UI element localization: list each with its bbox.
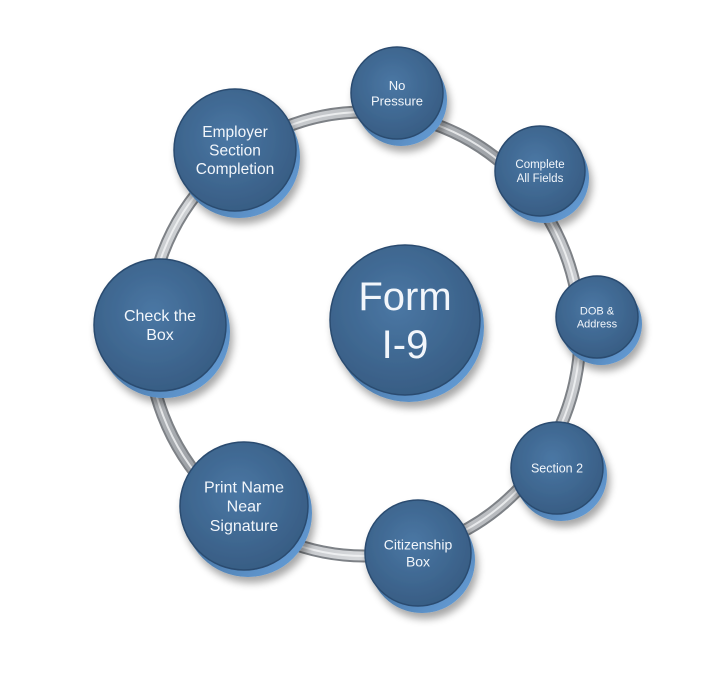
- node-citizenship-box-face: [364, 499, 472, 607]
- node-check-the-box-face: [93, 258, 227, 392]
- node-no-pressure-label: Pressure: [371, 93, 423, 108]
- node-section-2: Section 2: [510, 421, 607, 521]
- node-section-2-face: [510, 421, 604, 515]
- node-dob-address-label: Address: [577, 318, 618, 330]
- node-complete-all-fields-label: All Fields: [517, 173, 564, 185]
- node-check-the-box-label: Check the: [124, 308, 196, 325]
- node-employer-section-completion-label: Completion: [196, 161, 274, 178]
- node-employer-section-completion-label: Employer: [202, 124, 267, 141]
- node-print-name-near-signature-label: Near: [227, 499, 262, 516]
- node-dob-address-face: [555, 275, 639, 359]
- node-dob-address-label: DOB &: [580, 305, 615, 317]
- node-citizenship-box-label: Box: [406, 553, 430, 569]
- node-print-name-near-signature-face: [179, 441, 309, 571]
- node-no-pressure-label: No: [389, 78, 406, 93]
- node-complete-all-fields-face: [494, 125, 586, 217]
- center-form-i9-label: I-9: [382, 323, 429, 367]
- node-no-pressure-face: [350, 46, 444, 140]
- node-check-the-box-label: Box: [146, 327, 174, 344]
- node-complete-all-fields-label: Complete: [515, 159, 564, 171]
- node-employer-section-completion-label: Section: [209, 142, 261, 159]
- node-dob-address: DOB &Address: [555, 275, 642, 365]
- node-employer-section-completion-face: [173, 88, 297, 212]
- center-form-i9-face: [329, 244, 481, 396]
- node-citizenship-box-label: Citizenship: [384, 537, 453, 553]
- node-print-name-near-signature-label: Signature: [210, 518, 279, 535]
- center-form-i9-label: Form: [358, 275, 451, 319]
- node-print-name-near-signature-label: Print Name: [204, 479, 284, 496]
- node-section-2-label: Section 2: [531, 461, 583, 475]
